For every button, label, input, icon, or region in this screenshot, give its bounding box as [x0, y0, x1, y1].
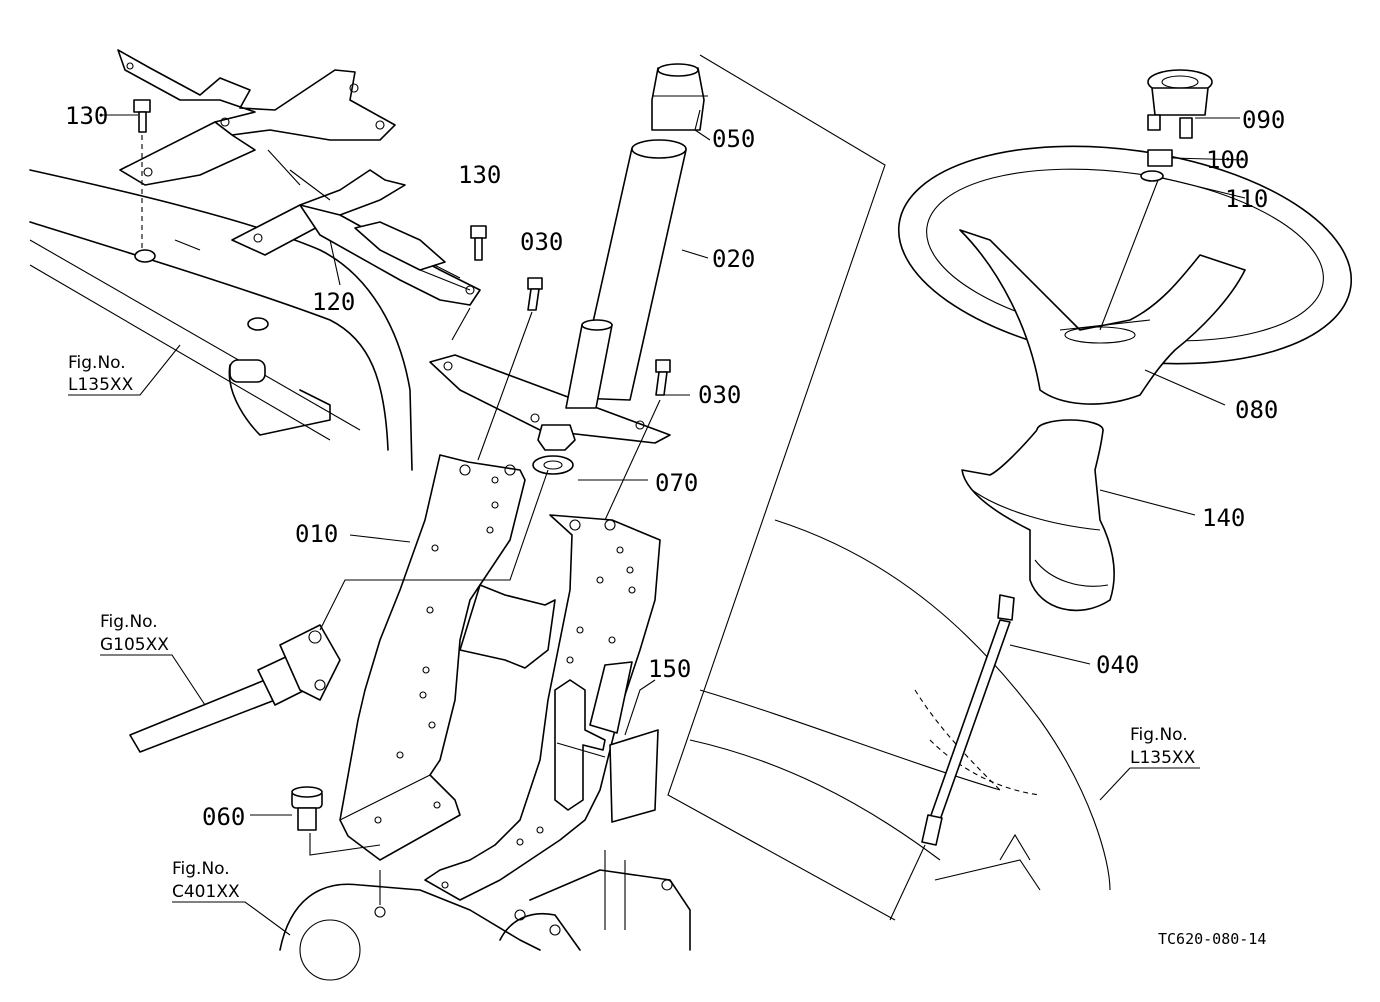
transmission-housing	[279, 850, 691, 981]
bolt-130-lower	[470, 225, 487, 261]
part-label-100: 100	[1206, 146, 1249, 174]
washer-070	[532, 424, 576, 475]
cap-090	[1147, 69, 1213, 139]
part-label-150: 150	[648, 655, 691, 683]
figure-ref-left-bottom-code: C401XX	[172, 882, 240, 902]
part-label-070: 070	[655, 469, 698, 497]
label-leaders	[100, 109, 1246, 816]
part-label-140: 140	[1202, 504, 1245, 532]
bracket-150	[554, 661, 659, 823]
part-label-030-upper: 030	[520, 228, 563, 256]
part-label-040: 040	[1096, 651, 1139, 679]
part-label-020: 020	[712, 245, 755, 273]
column-tube-020	[565, 139, 687, 409]
diagram-code: TC620-080-14	[1158, 930, 1266, 948]
bushing-050	[651, 63, 708, 131]
bolt-030-left	[477, 277, 543, 461]
washer-110	[1140, 170, 1164, 182]
figure-ref-left-bottom-title: Fig.No.	[172, 859, 230, 879]
steering-shaft-040	[889, 594, 1015, 921]
column-cover-140	[961, 419, 1115, 612]
bolt-130-upper	[133, 99, 151, 248]
mounting-plate	[429, 354, 671, 444]
part-label-010: 010	[295, 520, 338, 548]
part-label-120: 120	[312, 288, 355, 316]
part-label-080: 080	[1235, 396, 1278, 424]
steering-wheel-080	[897, 145, 1353, 405]
figure-ref-left-mid-code: G105XX	[100, 635, 169, 655]
nut-100	[1147, 149, 1173, 167]
hood-outline	[29, 169, 413, 471]
part-label-050: 050	[712, 125, 755, 153]
part-label-130-lower: 130	[458, 161, 501, 189]
part-label-110: 110	[1225, 185, 1268, 213]
part-label-030-lower: 030	[698, 381, 741, 409]
figure-ref-left-upper-code: L135XX	[68, 375, 134, 395]
part-label-130-upper: 130	[65, 102, 108, 130]
universal-joint	[129, 469, 549, 753]
figure-ref-leaders	[68, 344, 1200, 936]
bolt-060	[291, 786, 381, 905]
part-label-060: 060	[202, 803, 245, 831]
figure-ref-left-mid-title: Fig.No.	[100, 612, 158, 632]
upper-bracket-assembly	[117, 49, 481, 306]
figure-ref-right-title: Fig.No.	[1130, 725, 1188, 745]
part-label-090: 090	[1242, 106, 1285, 134]
section-boundary	[667, 54, 896, 921]
figure-ref-left-upper-title: Fig.No.	[68, 353, 126, 373]
figure-ref-right-code: L135XX	[1130, 748, 1196, 768]
column-support-010	[339, 454, 526, 861]
column-support-rear	[424, 514, 661, 901]
